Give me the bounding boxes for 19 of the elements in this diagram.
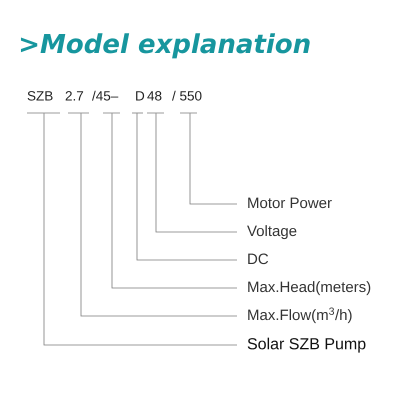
underlined-code: 2.7 <box>66 91 90 114</box>
meaning-label: Voltage <box>247 225 296 240</box>
meaning-label: Motor Power <box>248 198 332 208</box>
underlined-code: / 550 <box>172 90 202 114</box>
leader-line <box>190 113 238 204</box>
leader-line <box>80 113 238 316</box>
underlined-code: 48 <box>146 91 164 114</box>
meaning-label: Solar SZB Pump <box>248 338 366 353</box>
title: >Model explanation <box>20 33 310 58</box>
leader-line <box>136 113 238 260</box>
underlined-code: D <box>132 91 144 114</box>
leader-line <box>156 113 238 232</box>
meaning-label: Max.Head(meters) <box>248 281 370 296</box>
underlined-code: SZB <box>26 91 60 114</box>
underlined-code: /45– <box>92 90 120 114</box>
meaning-label: Max.Flow(m$^{3}$/h) <box>248 307 352 324</box>
leader-line <box>112 113 238 288</box>
meaning-label: DC <box>248 254 268 264</box>
leader-line <box>44 113 238 346</box>
